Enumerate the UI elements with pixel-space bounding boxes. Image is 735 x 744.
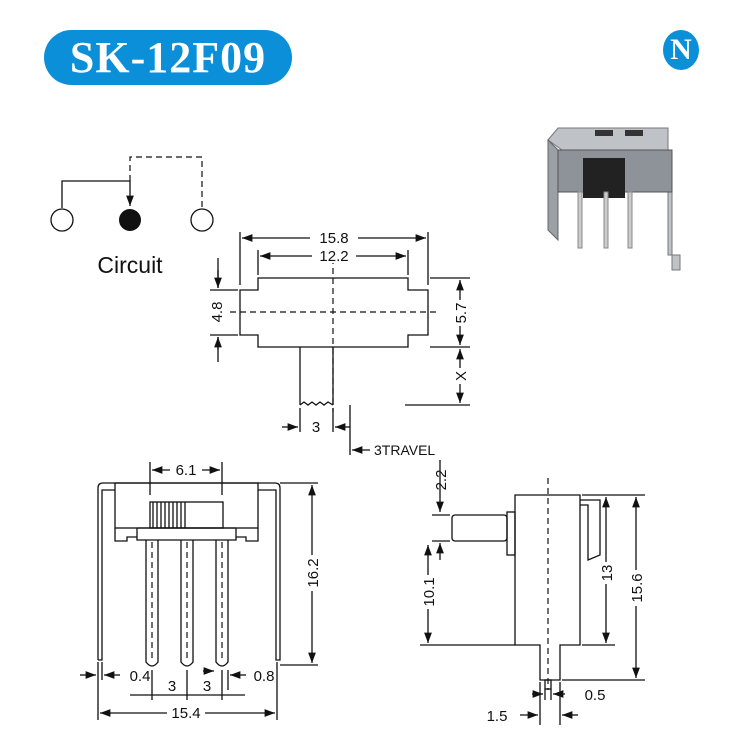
model-title-badge: SK-12F09 [44, 30, 292, 85]
dim-15-4: 15.4 [171, 705, 200, 722]
dim-16-2: 16.2 [305, 558, 322, 587]
dim-4-8: 4.8 [209, 302, 226, 323]
dim-x: X [453, 371, 470, 381]
brand-logo-letter: N [670, 33, 692, 66]
model-title: SK-12F09 [69, 33, 267, 82]
dim-pitch-2: 3 [203, 678, 211, 695]
dim-5-7: 5.7 [453, 303, 470, 324]
side-view-drawing: 2.2 10.1 13 15.6 1.5 0.5 [420, 460, 646, 725]
front-view-drawing: 6.1 16.2 0.4 3 3 0.8 15.4 [80, 461, 322, 722]
dim-15-8: 15.8 [319, 230, 348, 247]
dim-10-1: 10.1 [421, 577, 438, 606]
dim-3: 3 [312, 419, 320, 436]
dim-15-6: 15.6 [629, 573, 646, 602]
circuit-diagram: Circuit [50, 156, 214, 278]
dim-0-5: 0.5 [585, 687, 606, 704]
dim-6-1: 6.1 [176, 462, 197, 479]
top-view-drawing: 15.8 12.2 4.8 5.7 X 3 3TRAVEL [209, 229, 470, 458]
brand-logo: N [663, 30, 699, 70]
dim-0-8: 0.8 [254, 668, 275, 685]
dim-0-4: 0.4 [130, 668, 151, 685]
dim-2-2: 2.2 [433, 470, 450, 491]
circuit-label: Circuit [97, 252, 163, 278]
dim-3-travel: 3TRAVEL [374, 442, 435, 458]
product-photo [547, 127, 681, 271]
dim-12-2: 12.2 [319, 248, 348, 265]
dim-pitch-1: 3 [168, 678, 176, 695]
dim-13: 13 [599, 565, 616, 582]
dim-1-5: 1.5 [487, 708, 508, 725]
